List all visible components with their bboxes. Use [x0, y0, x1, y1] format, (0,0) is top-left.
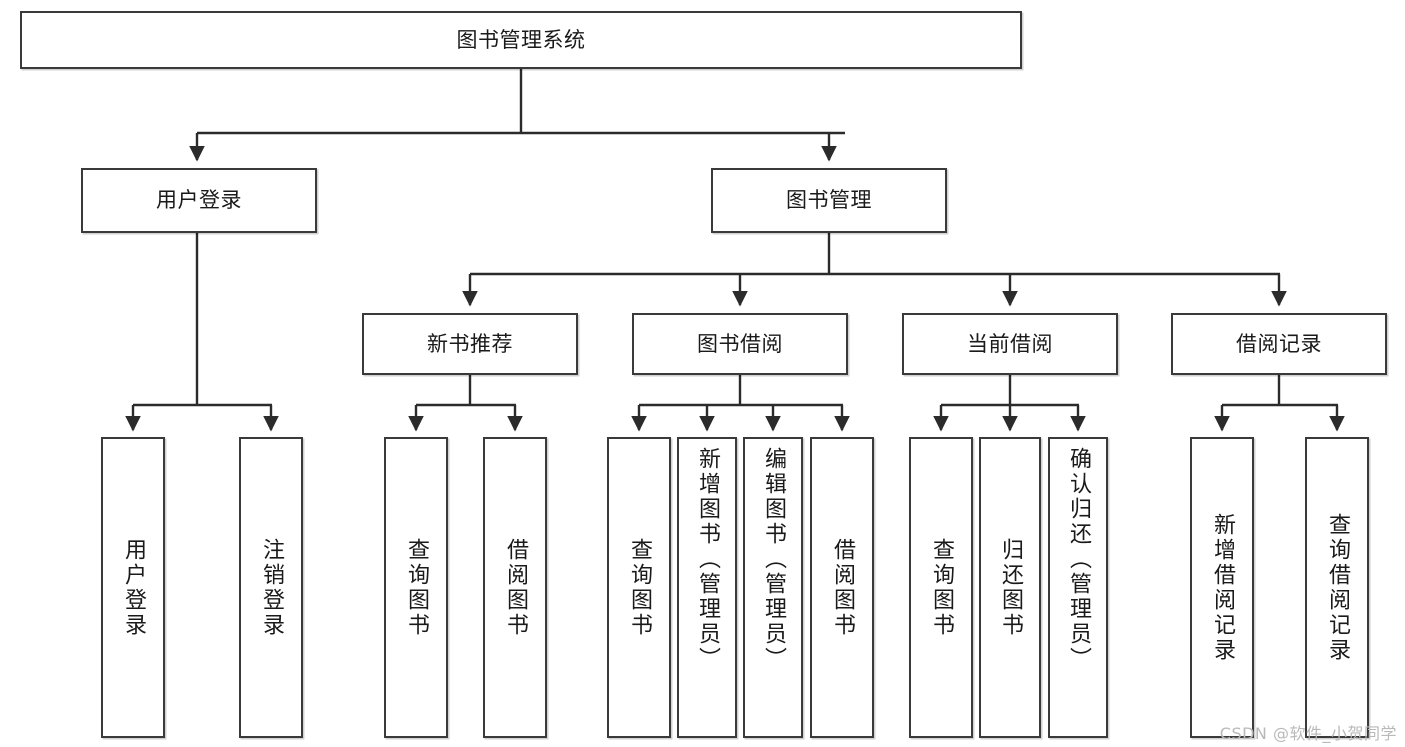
node-root-label: 图书管理系统 — [456, 27, 586, 52]
node-leaf-borrow-book-2-label: 借阅图书 — [830, 537, 855, 638]
node-leaf-return-book-label: 归还图书 — [998, 537, 1023, 638]
node-leaf-edit-book-label: 编辑图书（管理员） — [761, 447, 786, 672]
node-leaf-confirm-return-label: 确认归还（管理员） — [1066, 447, 1091, 672]
node-leaf-query-book-2-label: 查询图书 — [627, 537, 652, 638]
node-user-login[interactable]: 用户登录 — [81, 168, 317, 233]
node-leaf-user-login-label: 用户登录 — [121, 537, 146, 638]
node-new-book-recommend[interactable]: 新书推荐 — [362, 313, 578, 375]
node-leaf-add-record[interactable]: 新增借阅记录 — [1190, 437, 1254, 738]
node-leaf-user-logout-label: 注销登录 — [259, 537, 284, 638]
node-borrow-record[interactable]: 借阅记录 — [1171, 313, 1387, 375]
node-leaf-query-record-label: 查询借阅记录 — [1325, 512, 1350, 663]
node-leaf-query-book-3-label: 查询图书 — [929, 537, 954, 638]
node-leaf-query-book-3[interactable]: 查询图书 — [909, 437, 973, 738]
node-leaf-borrow-book-1[interactable]: 借阅图书 — [483, 437, 547, 738]
node-user-login-label: 用户登录 — [156, 188, 242, 213]
node-borrow-record-label: 借阅记录 — [1236, 331, 1322, 356]
node-leaf-query-record[interactable]: 查询借阅记录 — [1305, 437, 1369, 738]
node-leaf-user-logout[interactable]: 注销登录 — [239, 437, 303, 738]
node-leaf-query-book-1[interactable]: 查询图书 — [384, 437, 448, 738]
node-book-borrow[interactable]: 图书借阅 — [632, 313, 848, 375]
node-leaf-add-book[interactable]: 新增图书（管理员） — [677, 437, 737, 738]
node-leaf-add-book-label: 新增图书（管理员） — [695, 447, 720, 672]
node-leaf-edit-book[interactable]: 编辑图书（管理员） — [743, 437, 803, 738]
node-leaf-add-record-label: 新增借阅记录 — [1210, 512, 1235, 663]
node-leaf-user-login[interactable]: 用户登录 — [101, 437, 165, 738]
node-current-borrow[interactable]: 当前借阅 — [902, 313, 1118, 375]
node-leaf-borrow-book-1-label: 借阅图书 — [503, 537, 528, 638]
node-leaf-query-book-2[interactable]: 查询图书 — [607, 437, 671, 738]
node-book-management-label: 图书管理 — [786, 188, 872, 213]
node-root[interactable]: 图书管理系统 — [20, 11, 1022, 69]
node-new-book-recommend-label: 新书推荐 — [427, 331, 513, 356]
node-leaf-confirm-return[interactable]: 确认归还（管理员） — [1048, 437, 1108, 738]
node-leaf-return-book[interactable]: 归还图书 — [979, 437, 1041, 738]
node-leaf-borrow-book-2[interactable]: 借阅图书 — [810, 437, 874, 738]
csdn-watermark: CSDN @软件_小贺同学 — [1219, 724, 1397, 743]
node-book-borrow-label: 图书借阅 — [697, 331, 783, 356]
node-book-management[interactable]: 图书管理 — [711, 168, 947, 233]
node-current-borrow-label: 当前借阅 — [967, 331, 1053, 356]
node-leaf-query-book-1-label: 查询图书 — [404, 537, 429, 638]
